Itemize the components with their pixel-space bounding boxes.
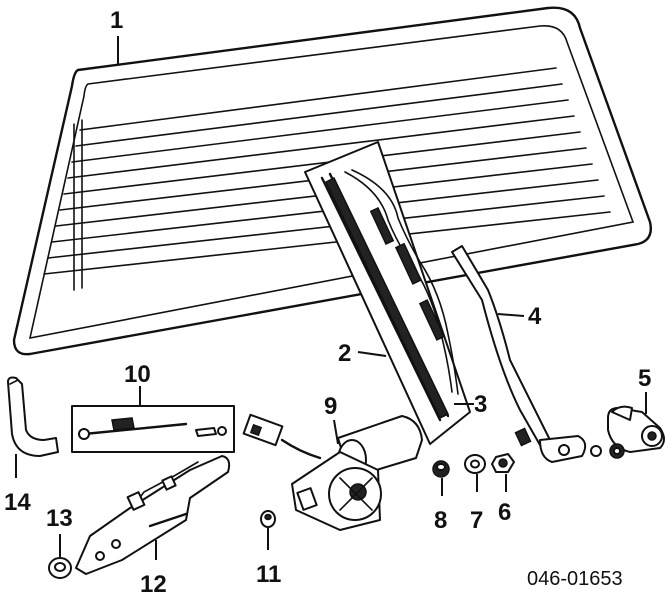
callout-11: 11 <box>256 561 281 588</box>
wiper-motor <box>242 413 423 531</box>
callout-12: 12 <box>140 571 167 598</box>
motor-bracket <box>75 455 231 575</box>
callout-5: 5 <box>638 365 651 392</box>
callout-13: 13 <box>46 505 73 532</box>
pivot-cover <box>607 405 665 453</box>
callout-labels: 1 2 3 4 5 6 7 8 9 10 11 12 13 14 <box>4 7 651 598</box>
callout-9: 9 <box>324 393 337 420</box>
arm-washer-set <box>590 443 625 459</box>
callout-4: 4 <box>528 303 542 330</box>
washer-hose <box>7 376 59 457</box>
callout-1: 1 <box>110 7 123 34</box>
rear-window-glass <box>12 6 652 356</box>
defroster-grid-lines <box>43 67 611 291</box>
callout-7: 7 <box>470 507 483 534</box>
washer-part <box>464 454 486 474</box>
link-rod-kit <box>71 405 235 453</box>
callout-14: 14 <box>4 489 31 516</box>
drawing-code: 046-01653 <box>527 568 623 590</box>
callout-6: 6 <box>498 499 511 526</box>
wiper-arm <box>451 245 587 463</box>
callout-3: 3 <box>474 391 487 418</box>
mount-washer <box>48 557 72 579</box>
callout-2: 2 <box>338 340 351 367</box>
grommet-part <box>432 460 450 478</box>
bushing-part <box>260 510 276 528</box>
leader-lines <box>15 36 647 560</box>
callout-10: 10 <box>124 361 151 388</box>
nut-part <box>491 453 515 473</box>
wiper-blade-assembly <box>304 141 471 445</box>
callout-8: 8 <box>434 507 447 534</box>
